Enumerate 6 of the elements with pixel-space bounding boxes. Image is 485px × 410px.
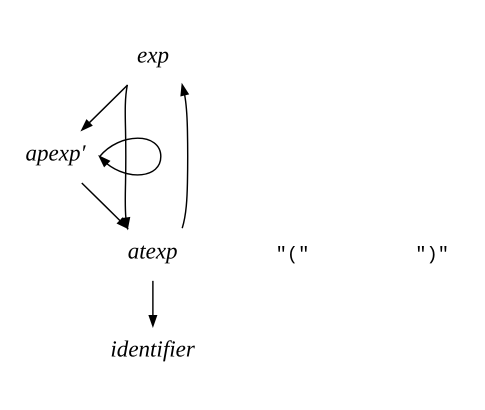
node-text: identifier <box>110 334 195 361</box>
node-text: exp <box>137 41 170 68</box>
label: "(" <box>276 242 310 265</box>
node-text: atexp <box>128 236 178 263</box>
label: ")" <box>415 242 449 265</box>
node-text: apexp′ <box>25 139 86 166</box>
